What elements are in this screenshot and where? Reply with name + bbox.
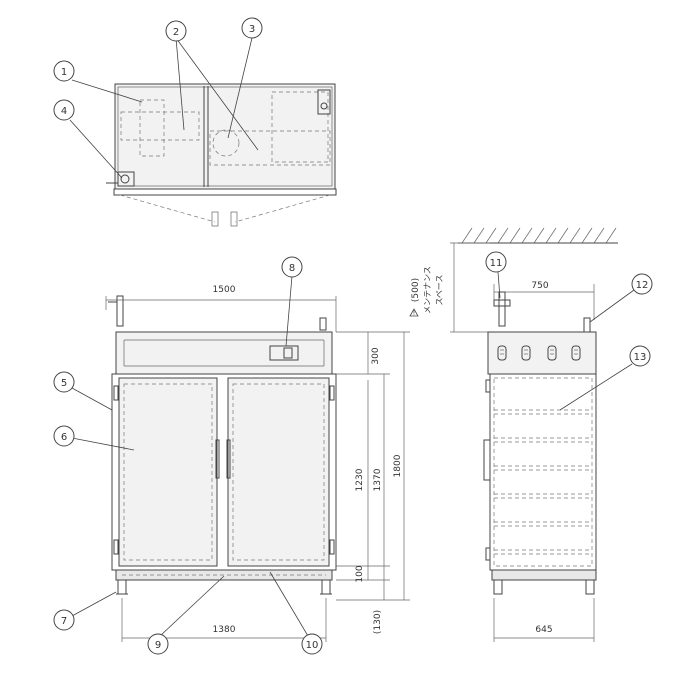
louver: [521, 345, 531, 361]
callout-2: [165, 20, 187, 42]
side-leg: [493, 579, 503, 595]
louver: [571, 345, 581, 361]
front-view: [108, 295, 337, 595]
callout-12: [631, 273, 653, 295]
callout-9-label: 9: [155, 640, 161, 651]
side-hinge: [485, 547, 491, 561]
leg: [321, 579, 331, 595]
callout-5: [53, 371, 75, 393]
warning-mark: !: [413, 310, 415, 317]
dim-door-height: 1230: [355, 468, 365, 491]
control-panel: [269, 345, 299, 361]
callout-10-label: 10: [306, 640, 319, 651]
side-base: [491, 569, 597, 581]
callout-4: [53, 99, 75, 121]
dim-width-inner: 1380: [213, 625, 236, 635]
hidden-tray: [120, 111, 200, 141]
side-door-handle: [483, 439, 491, 481]
callout-12-label: 12: [636, 280, 649, 291]
door-swing-right: [234, 194, 331, 223]
side-top-fitting: [583, 317, 591, 333]
callout-7-label: 7: [61, 616, 67, 627]
left-door: [118, 377, 218, 567]
shelves: [493, 377, 593, 567]
hinge-top: [329, 385, 335, 401]
side-hinge: [485, 379, 491, 393]
dim-body-height: 1370: [373, 468, 383, 491]
callout-5-label: 5: [61, 378, 67, 389]
warning-triangle: [409, 308, 419, 317]
right-door-glass: [232, 383, 325, 561]
right-door: [227, 377, 330, 567]
hinge-top: [113, 385, 119, 401]
hinge-bottom: [113, 539, 119, 555]
water-fitting: [116, 295, 124, 327]
maintenance-label-1: メンテナンス: [423, 266, 432, 314]
drain-outlet: [120, 174, 130, 184]
callout-13: [629, 345, 651, 367]
callout-1-label: 1: [61, 67, 67, 78]
louver: [497, 345, 507, 361]
callout-1: [53, 60, 75, 82]
hidden-unit: [271, 91, 329, 163]
hidden-tray: [209, 130, 331, 166]
hidden-component: [139, 99, 165, 157]
dim-leg-height: (130): [373, 610, 383, 634]
dim-depth-base: 645: [535, 625, 552, 635]
side-fitting-valve: [493, 299, 511, 307]
dim-width-front: 1500: [213, 285, 236, 295]
door-handle-right-open: [230, 211, 238, 227]
ceiling-hatch: [461, 227, 617, 244]
interior-outline: [493, 377, 593, 567]
callout-3-label: 3: [249, 24, 255, 35]
right-door-handle: [226, 439, 231, 479]
dim-total-height: 1800: [393, 454, 403, 477]
callout-4-label: 4: [61, 106, 67, 117]
left-door-glass: [123, 383, 213, 561]
side-fitting: [498, 291, 506, 327]
callout-8-label: 8: [289, 263, 295, 274]
callout-10: [301, 633, 323, 655]
side-body: [489, 373, 597, 571]
dim-base-height: 100: [355, 565, 365, 582]
leg: [117, 579, 127, 595]
callout-7: [53, 609, 75, 631]
drain-fitting: [117, 171, 135, 187]
callout-8: [281, 256, 303, 278]
callout-11-label: 11: [490, 258, 503, 269]
callout-6: [53, 425, 75, 447]
door-swing-left: [119, 194, 216, 223]
maintenance-label-2: スペース: [435, 274, 444, 305]
front-dimensions: 1500 300 1230 1370 100 1800 (130) 1380: [105, 285, 410, 642]
display: [283, 347, 293, 359]
callout-13-label: 13: [634, 352, 647, 363]
dim-top-panel: 300: [371, 347, 381, 364]
door-handle-left-open: [211, 211, 219, 227]
louver: [547, 345, 557, 361]
front-rail: [113, 188, 337, 196]
dim-depth-top: 750: [531, 281, 548, 291]
hinge-bottom: [329, 539, 335, 555]
control-box: [317, 89, 331, 115]
callout-2-label: 2: [173, 27, 179, 38]
top-view: [106, 83, 337, 227]
top-view-outline: [114, 83, 336, 190]
side-leg: [585, 579, 595, 595]
hidden-fan: [212, 129, 240, 157]
callout-3: [241, 17, 263, 39]
top-fitting: [319, 317, 327, 331]
top-panel: [115, 331, 333, 375]
callout-11: [485, 251, 507, 273]
dim-maintenance: (500): [411, 278, 421, 302]
left-door-handle: [215, 439, 220, 479]
louvers: [497, 345, 581, 361]
callout-6-label: 6: [61, 432, 67, 443]
side-view: ! (500) メンテナンス スペース 750: [409, 227, 618, 642]
top-view-inner: [117, 86, 333, 187]
callouts: 1 2 3 4 5 6 7 8 9 10: [53, 17, 653, 655]
callout-9: [147, 633, 169, 655]
control-knob: [320, 102, 328, 110]
